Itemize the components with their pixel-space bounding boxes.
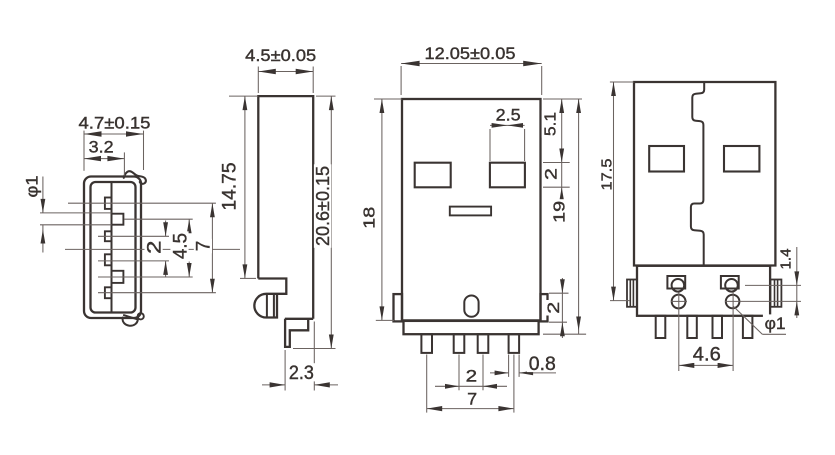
svg-text:2: 2 xyxy=(544,302,563,314)
svg-text:19: 19 xyxy=(552,201,569,223)
svg-text:1.4: 1.4 xyxy=(778,249,795,270)
svg-text:2.5: 2.5 xyxy=(496,106,521,125)
svg-text:2: 2 xyxy=(144,241,165,255)
svg-text:7: 7 xyxy=(194,241,215,252)
svg-text:2: 2 xyxy=(542,168,561,180)
svg-text:4.6: 4.6 xyxy=(693,345,721,366)
svg-text:20.6±0.15: 20.6±0.15 xyxy=(313,166,333,246)
svg-text:7: 7 xyxy=(467,390,477,409)
svg-text:17.5: 17.5 xyxy=(599,159,616,191)
svg-text:4.5: 4.5 xyxy=(170,233,191,259)
svg-text:0.8: 0.8 xyxy=(529,354,556,375)
svg-text:3.2: 3.2 xyxy=(89,138,114,157)
svg-text:4.5±0.05: 4.5±0.05 xyxy=(245,46,316,65)
svg-text:18: 18 xyxy=(361,207,378,229)
svg-text:5.1: 5.1 xyxy=(542,112,559,136)
svg-text:2.3: 2.3 xyxy=(289,363,314,384)
svg-text:14.75: 14.75 xyxy=(219,163,240,211)
svg-text:φ1: φ1 xyxy=(765,314,786,333)
svg-text:4.7±0.15: 4.7±0.15 xyxy=(79,113,151,132)
svg-text:2: 2 xyxy=(466,367,478,386)
svg-text:φ1: φ1 xyxy=(23,176,42,198)
svg-text:12.05±0.05: 12.05±0.05 xyxy=(425,44,516,63)
